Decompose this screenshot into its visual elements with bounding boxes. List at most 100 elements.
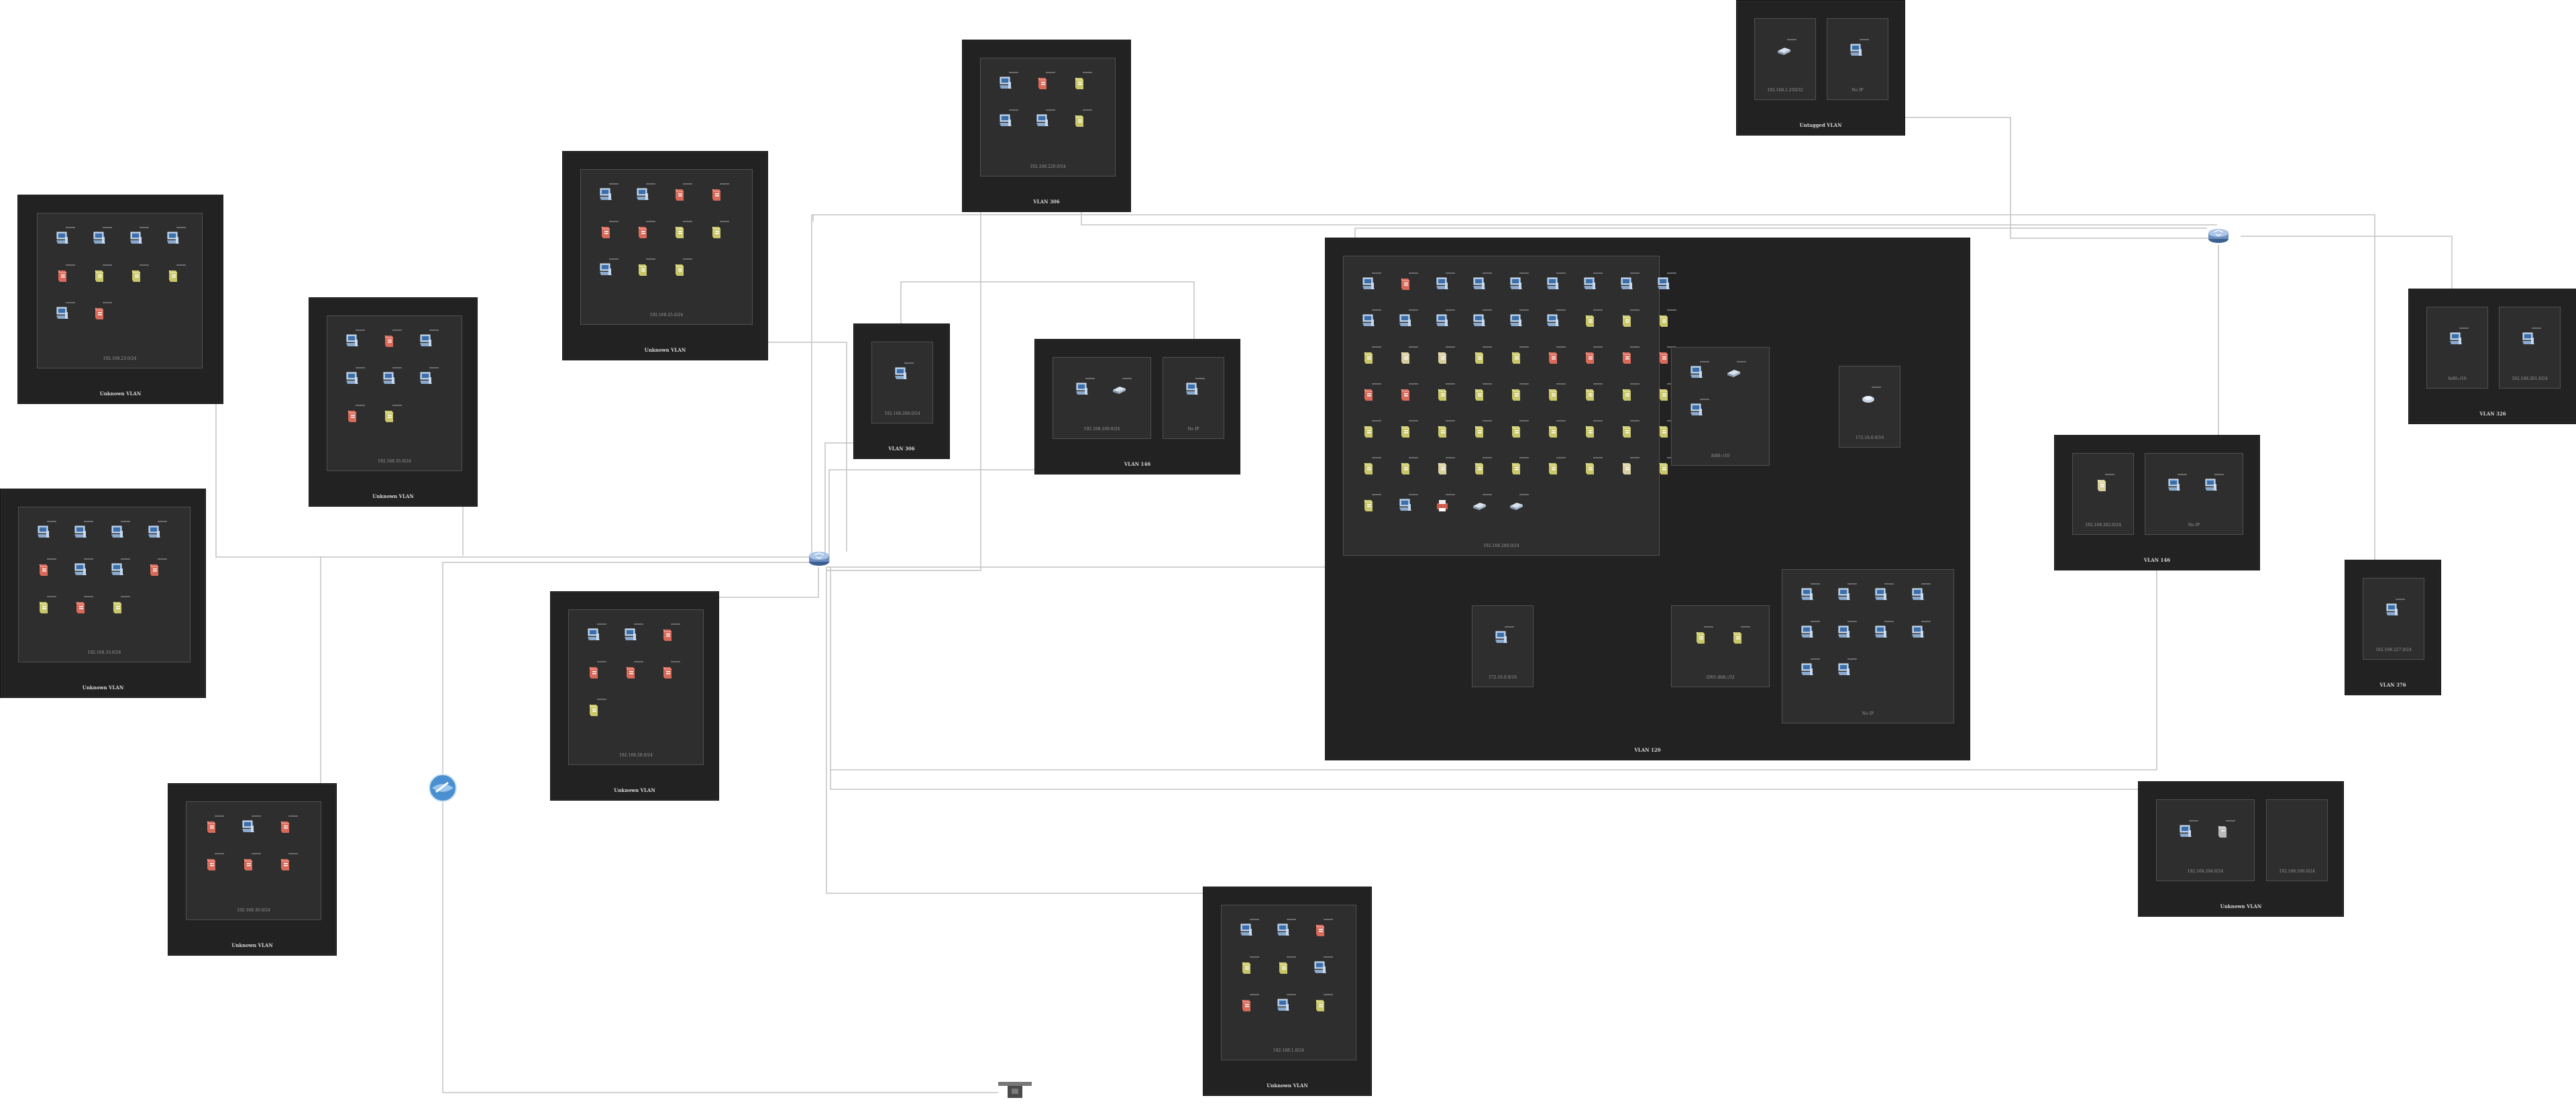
pc-icon[interactable] <box>635 183 655 202</box>
pc-icon[interactable] <box>1619 272 1640 291</box>
switch-icon[interactable] <box>1472 494 1492 513</box>
pc-icon[interactable] <box>1874 583 1894 602</box>
subnet-group[interactable]: 192.168.100.0/24 <box>2266 799 2328 881</box>
server-red-icon[interactable] <box>55 264 75 283</box>
subnet-group[interactable]: 192.168.202.0/24 <box>2072 453 2134 535</box>
server-yellow-icon[interactable] <box>1546 383 1566 402</box>
pc-icon[interactable] <box>1546 272 1566 291</box>
pc-icon[interactable] <box>1276 919 1296 938</box>
server-red-icon[interactable] <box>586 661 606 680</box>
server-yellow-icon[interactable] <box>1509 346 1529 365</box>
server-red-icon[interactable] <box>73 596 93 615</box>
pc-icon[interactable] <box>55 302 75 321</box>
server-yellow-icon[interactable] <box>1398 420 1418 439</box>
switch-icon[interactable] <box>1509 494 1529 513</box>
pc-icon[interactable] <box>166 227 186 246</box>
server-red-icon[interactable] <box>147 558 167 577</box>
subnet-group[interactable]: 192.168.200.0/24 <box>1343 256 1676 556</box>
server-yellow-icon[interactable] <box>1361 420 1381 439</box>
server-yellow-icon[interactable] <box>1656 457 1676 476</box>
subnet-group[interactable]: 192.168.28.0/24 <box>568 609 704 765</box>
pc-icon[interactable] <box>2449 328 2469 346</box>
server-yellow-icon[interactable] <box>1619 309 1640 328</box>
cloud-icon[interactable] <box>1861 387 1881 405</box>
server-yellow-icon[interactable] <box>1472 457 1492 476</box>
pc-icon[interactable] <box>1276 994 1296 1013</box>
server-yellow-icon[interactable] <box>672 258 692 277</box>
subnet-group[interactable]: 192.168.35.0/24 <box>327 315 462 471</box>
pc-icon[interactable] <box>1472 309 1492 328</box>
server-yellow-icon[interactable] <box>586 699 606 717</box>
pc-icon[interactable] <box>419 330 439 348</box>
pc-icon[interactable] <box>1509 309 1529 328</box>
server-beige-icon[interactable] <box>1619 457 1640 476</box>
subnet-group[interactable]: 192.168.33.0/24 <box>18 507 191 662</box>
server-yellow-icon[interactable] <box>1619 383 1640 402</box>
pc-icon[interactable] <box>73 558 93 577</box>
subnet-group[interactable]: No IP <box>1827 18 1888 100</box>
subnet-group[interactable]: 192.168.206.0/24 <box>871 342 933 423</box>
pc-icon[interactable] <box>1911 583 1931 602</box>
server-red-icon[interactable] <box>1398 383 1418 402</box>
server-yellow-icon[interactable] <box>1435 383 1455 402</box>
server-yellow-icon[interactable] <box>1313 994 1333 1013</box>
switch-icon[interactable] <box>1776 39 1796 58</box>
pc-icon[interactable] <box>586 623 606 642</box>
subnet-group[interactable]: 192.168.23.0/24 <box>37 213 203 368</box>
server-red-icon[interactable] <box>672 183 692 202</box>
server-yellow-icon[interactable] <box>1072 109 1092 128</box>
server-red-icon[interactable] <box>92 302 112 321</box>
server-yellow-icon[interactable] <box>1582 420 1603 439</box>
subnet-group[interactable]: No IP <box>1163 357 1224 439</box>
server-yellow-icon[interactable] <box>1693 626 1713 645</box>
server-beige-icon[interactable] <box>1435 457 1455 476</box>
server-yellow-icon[interactable] <box>1582 383 1603 402</box>
server-yellow-icon[interactable] <box>1582 309 1603 328</box>
pc-icon[interactable] <box>345 367 365 386</box>
server-red-icon[interactable] <box>1619 346 1640 365</box>
subnet-group[interactable]: fe80::/10 <box>2426 307 2488 389</box>
pc-icon[interactable] <box>1313 956 1333 975</box>
server-yellow-icon[interactable] <box>382 405 402 423</box>
pc-icon[interactable] <box>1800 621 1820 640</box>
pc-icon[interactable] <box>2385 599 2405 617</box>
edge-router-icon[interactable] <box>2207 227 2230 244</box>
pc-icon[interactable] <box>1435 272 1455 291</box>
server-yellow-icon[interactable] <box>672 221 692 240</box>
pc-icon[interactable] <box>147 521 167 540</box>
subnet-group[interactable]: No IP <box>2145 453 2243 535</box>
server-red-icon[interactable] <box>1035 72 1055 91</box>
pc-icon[interactable] <box>2521 328 2541 346</box>
pc-icon[interactable] <box>1689 399 1709 417</box>
server-beige-icon[interactable] <box>1398 346 1418 365</box>
server-beige-icon[interactable] <box>1435 346 1455 365</box>
server-yellow-icon[interactable] <box>709 221 729 240</box>
server-red-icon[interactable] <box>345 405 365 423</box>
subnet-group[interactable]: 192.168.227.0/24 <box>2363 578 2424 660</box>
server-red-icon[interactable] <box>1361 383 1381 402</box>
server-beige-icon[interactable] <box>2094 474 2114 493</box>
server-yellow-icon[interactable] <box>1582 457 1603 476</box>
pc-icon[interactable] <box>110 558 130 577</box>
pc-icon[interactable] <box>623 623 643 642</box>
server-red-icon[interactable] <box>241 853 261 872</box>
server-red-icon[interactable] <box>1313 919 1333 938</box>
subnet-group[interactable]: 192.168.25.0/24 <box>580 169 753 325</box>
server-yellow-icon[interactable] <box>166 264 186 283</box>
pc-icon[interactable] <box>36 521 56 540</box>
pc-icon[interactable] <box>1239 919 1259 938</box>
server-red-icon[interactable] <box>709 183 729 202</box>
pc-icon[interactable] <box>1849 39 1869 58</box>
subnet-group[interactable]: No IP <box>1782 569 1954 723</box>
switch-icon[interactable] <box>1726 361 1746 380</box>
server-red-icon[interactable] <box>1656 346 1676 365</box>
subnet-group[interactable]: 192.168.220.0/24 <box>980 58 1116 177</box>
pc-icon[interactable] <box>1185 378 1205 397</box>
